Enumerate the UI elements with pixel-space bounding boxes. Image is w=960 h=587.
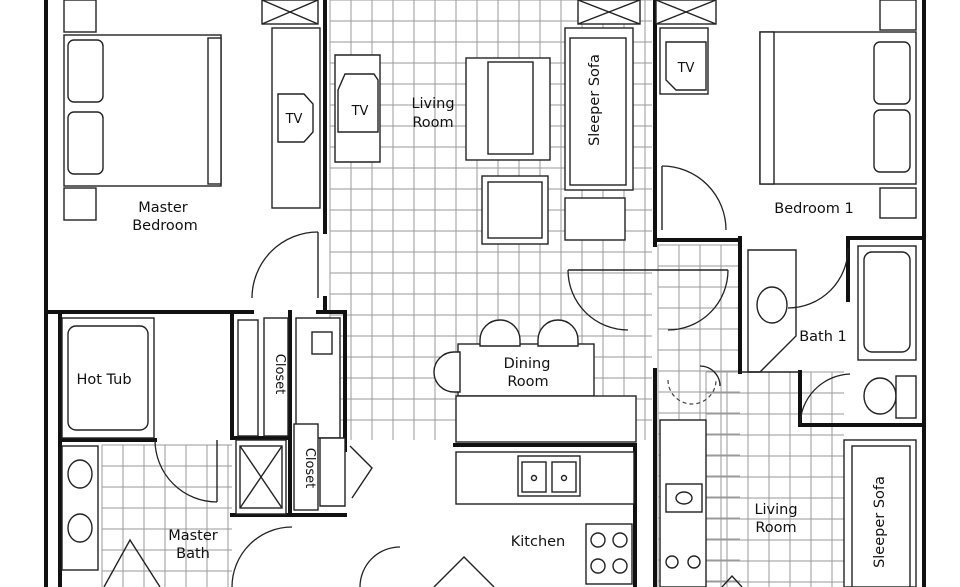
sleeper-sofa-label: Sleeper Sofa <box>587 54 603 146</box>
bedroom-1: TV Bedroom 1 <box>655 0 917 231</box>
room-label-kitchen: Kitchen <box>511 534 566 550</box>
tv-icon <box>665 41 707 91</box>
tile-grid-master-bath <box>101 444 232 587</box>
tv-label: TV <box>285 112 303 127</box>
walls <box>44 0 926 587</box>
room-label-master-bath: Master <box>168 528 218 544</box>
tv-icon <box>277 93 314 143</box>
tv-label-bedroom: TV <box>677 61 695 76</box>
master-bedroom: TV Master Bedroom <box>63 0 321 299</box>
room-label-living: Living <box>411 96 454 112</box>
tv-icon <box>337 73 379 133</box>
hot-tub-label: Hot Tub <box>76 372 131 388</box>
room-label-dining-2: Room <box>507 374 548 390</box>
tv-label-living: TV <box>351 104 369 119</box>
dining-room: Dining Room <box>433 319 637 443</box>
kitchen: Kitchen <box>433 451 635 587</box>
room-label-dining: Dining <box>504 356 551 372</box>
room-label-master-bedroom: Master <box>138 200 188 216</box>
master-bath: Master Bath <box>61 445 401 587</box>
room-label-living-bottom-2: Room <box>755 520 796 536</box>
living-room-bottom: Living Room Sleeper Sofa <box>659 365 917 587</box>
bath-1: Bath 1 <box>740 245 917 426</box>
living-room-top: TV Living Room Sleeper Sofa <box>334 0 729 331</box>
room-label-master-bedroom-2: Bedroom <box>132 218 198 234</box>
room-label-bath-1: Bath 1 <box>799 329 847 345</box>
room-label-living-2: Room <box>412 115 453 131</box>
room-label-bedroom-1: Bedroom 1 <box>774 201 853 217</box>
room-label-living-bottom: Living <box>754 502 797 518</box>
sleeper-sofa-label-bottom: Sleeper Sofa <box>872 476 888 568</box>
closet-label-lower: Closet <box>302 448 317 489</box>
room-label-master-bath-2: Bath <box>176 546 210 562</box>
closet-label-upper: Closet <box>272 354 287 395</box>
hot-tub-area: Hot Tub Closet Closet <box>61 317 373 515</box>
